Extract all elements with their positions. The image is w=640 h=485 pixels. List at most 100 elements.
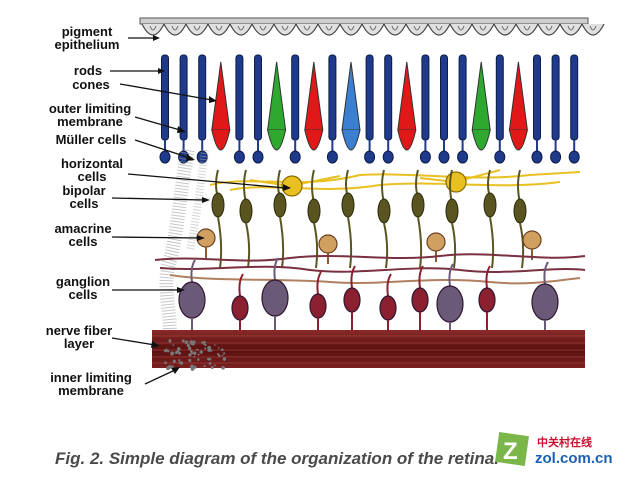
rod-nucleus xyxy=(159,150,171,164)
ilm-speck xyxy=(199,350,203,354)
rod-cell xyxy=(533,54,541,141)
rod-cell xyxy=(495,54,504,141)
blue-cone-cell-body xyxy=(341,129,361,151)
amacrine-cell xyxy=(522,230,542,250)
ilm-speck xyxy=(176,350,180,354)
zol-logo-icon: Z xyxy=(495,432,529,466)
ganglion-cells xyxy=(178,257,559,332)
ilm-speck xyxy=(172,359,176,363)
bipolar-axon xyxy=(417,216,423,269)
red-cone-cell xyxy=(397,61,417,131)
ilm-speck xyxy=(170,365,174,369)
rod-cell xyxy=(551,54,560,141)
bipolar-cell xyxy=(307,198,321,224)
red-cone-cell xyxy=(211,61,231,131)
green-cone-cell xyxy=(267,61,287,131)
horizontal-cell-processes xyxy=(209,169,581,191)
muller-cell-region xyxy=(159,148,209,352)
ilm-speck xyxy=(187,346,192,351)
label-rods: rods xyxy=(73,63,103,78)
red-cone-cell-body xyxy=(211,129,231,151)
ilm-speck xyxy=(170,353,173,356)
rod-nucleus xyxy=(568,150,580,164)
ilm-speck xyxy=(204,344,207,347)
bipolar-cell xyxy=(341,192,355,218)
rod-cell xyxy=(328,54,337,141)
pigment-cell-detail xyxy=(237,25,245,31)
svg-text:Z: Z xyxy=(503,438,518,465)
ganglion-dendrite xyxy=(386,273,392,297)
red-cone-cell-body xyxy=(508,129,528,151)
photoreceptor-layer xyxy=(159,54,580,164)
label-cones: cones xyxy=(72,77,110,92)
ilm-speck xyxy=(203,365,206,368)
bipolar-axon xyxy=(489,216,495,269)
ilm-speck xyxy=(163,349,167,353)
ilm-speck xyxy=(217,347,220,349)
rod-nucleus xyxy=(289,150,301,164)
ilm-speck xyxy=(184,340,189,345)
bipolar-axon xyxy=(245,222,251,269)
bipolar-cell xyxy=(211,192,225,218)
ilm-speck xyxy=(206,358,210,361)
ilm-speck xyxy=(193,355,196,358)
horizontal-cell xyxy=(281,175,303,197)
rod-nucleus xyxy=(438,150,450,164)
rod-cell xyxy=(421,54,430,141)
pigment-cell-detail xyxy=(457,25,465,31)
ganglion-dendrite xyxy=(238,273,244,297)
pigment-cell-detail xyxy=(281,25,289,31)
ilm-speck xyxy=(213,364,216,367)
ilm-speck xyxy=(197,353,200,356)
label-muller-cells: Müller cells xyxy=(55,132,127,147)
amacrine-cell xyxy=(318,234,338,254)
bipolar-dendrite xyxy=(311,169,315,204)
ganglion-dendrite xyxy=(316,271,322,295)
ilm-speck xyxy=(195,348,198,351)
ilm-speck xyxy=(188,353,192,357)
ganglion-dendrite xyxy=(190,259,196,283)
ganglion-cell xyxy=(178,281,206,319)
ilm-speck xyxy=(181,339,185,343)
bipolar-axon xyxy=(347,216,353,269)
ilm-speck xyxy=(218,354,221,358)
rod-nucleus xyxy=(419,150,431,164)
ilm-speck xyxy=(223,358,226,361)
green-cone-cell xyxy=(471,61,491,131)
ilm-speck xyxy=(220,348,224,352)
bipolar-cell xyxy=(411,192,425,218)
label-arrowheads xyxy=(151,35,291,374)
ilm-speck xyxy=(208,362,212,365)
pigment-cell-detail xyxy=(479,25,487,31)
pigment-cell-detail xyxy=(303,25,311,31)
pigment-cell-detail xyxy=(259,25,267,31)
pigment-cell-detail xyxy=(523,25,531,31)
ilm-speck xyxy=(207,348,212,353)
green-cone-cell-body xyxy=(471,129,491,151)
ganglion-cell xyxy=(411,287,429,313)
horizontal-cell xyxy=(445,171,467,193)
bipolar-axon xyxy=(313,222,319,269)
red-cone-cell xyxy=(304,61,324,131)
bipolar-axon xyxy=(383,222,389,269)
bipolar-dendrite xyxy=(517,169,521,204)
bipolar-axon xyxy=(279,216,285,269)
ilm-speck xyxy=(193,365,197,369)
ilm-speck xyxy=(192,351,197,355)
pigment-cell-detail xyxy=(215,25,223,31)
red-cone-cell xyxy=(508,61,528,131)
ganglion-cell xyxy=(436,285,464,323)
ilm-speck xyxy=(213,344,216,346)
ganglion-cell xyxy=(309,293,327,319)
ganglion-cell xyxy=(379,295,397,321)
ilm-speck xyxy=(189,364,194,369)
ilm-speck xyxy=(193,340,196,344)
inner-plexiform-processes xyxy=(154,253,586,285)
ganglion-dendrite xyxy=(448,263,454,287)
ilm-speck xyxy=(168,366,171,369)
